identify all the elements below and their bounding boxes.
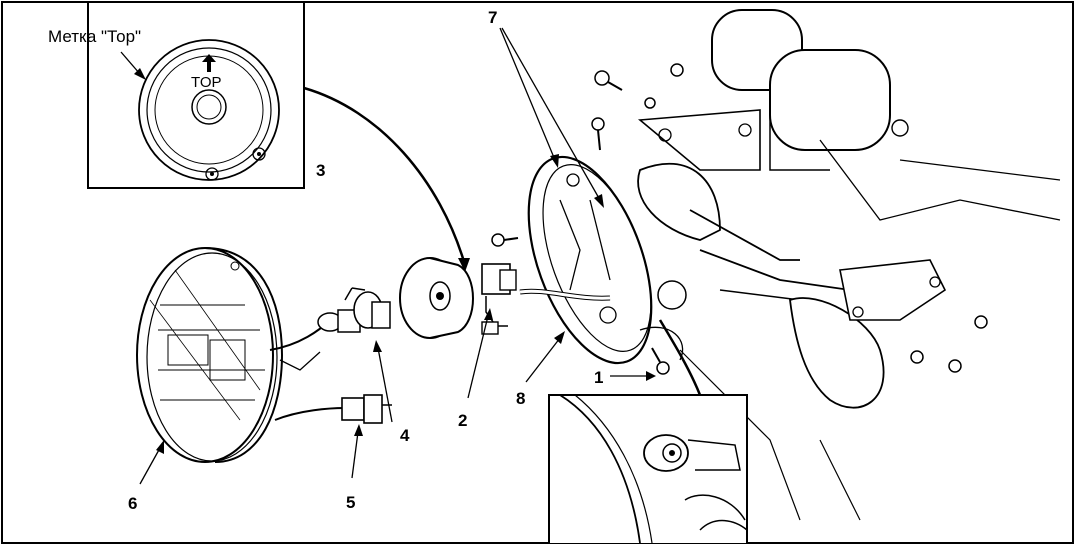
motorcycle-front <box>637 9 1061 521</box>
bolt-inset-leader <box>658 319 702 396</box>
inset-leader-line <box>303 86 467 266</box>
mounting-screws <box>491 63 988 375</box>
socket-connector <box>481 263 517 335</box>
callout-6: 6 <box>128 494 137 513</box>
callout-leaders <box>139 27 656 485</box>
wire-connector <box>341 394 392 424</box>
callout-4: 4 <box>400 426 410 445</box>
callout-5: 5 <box>346 493 355 512</box>
callout-7: 7 <box>488 8 497 27</box>
top-mark-inset <box>87 2 305 189</box>
callout-3: 3 <box>316 161 325 180</box>
headlight-bulb <box>317 287 391 333</box>
callout-1: 1 <box>594 368 603 387</box>
headlight-lens <box>136 247 284 463</box>
mounting-bolt-inset <box>548 394 748 544</box>
top-mark-label: Метка "Тор" <box>48 27 141 46</box>
callout-2: 2 <box>458 411 467 430</box>
top-arrow-icon <box>202 54 216 72</box>
top-text: TOP <box>191 74 222 91</box>
callout-8: 8 <box>516 389 525 408</box>
bulb-cover <box>399 257 474 339</box>
